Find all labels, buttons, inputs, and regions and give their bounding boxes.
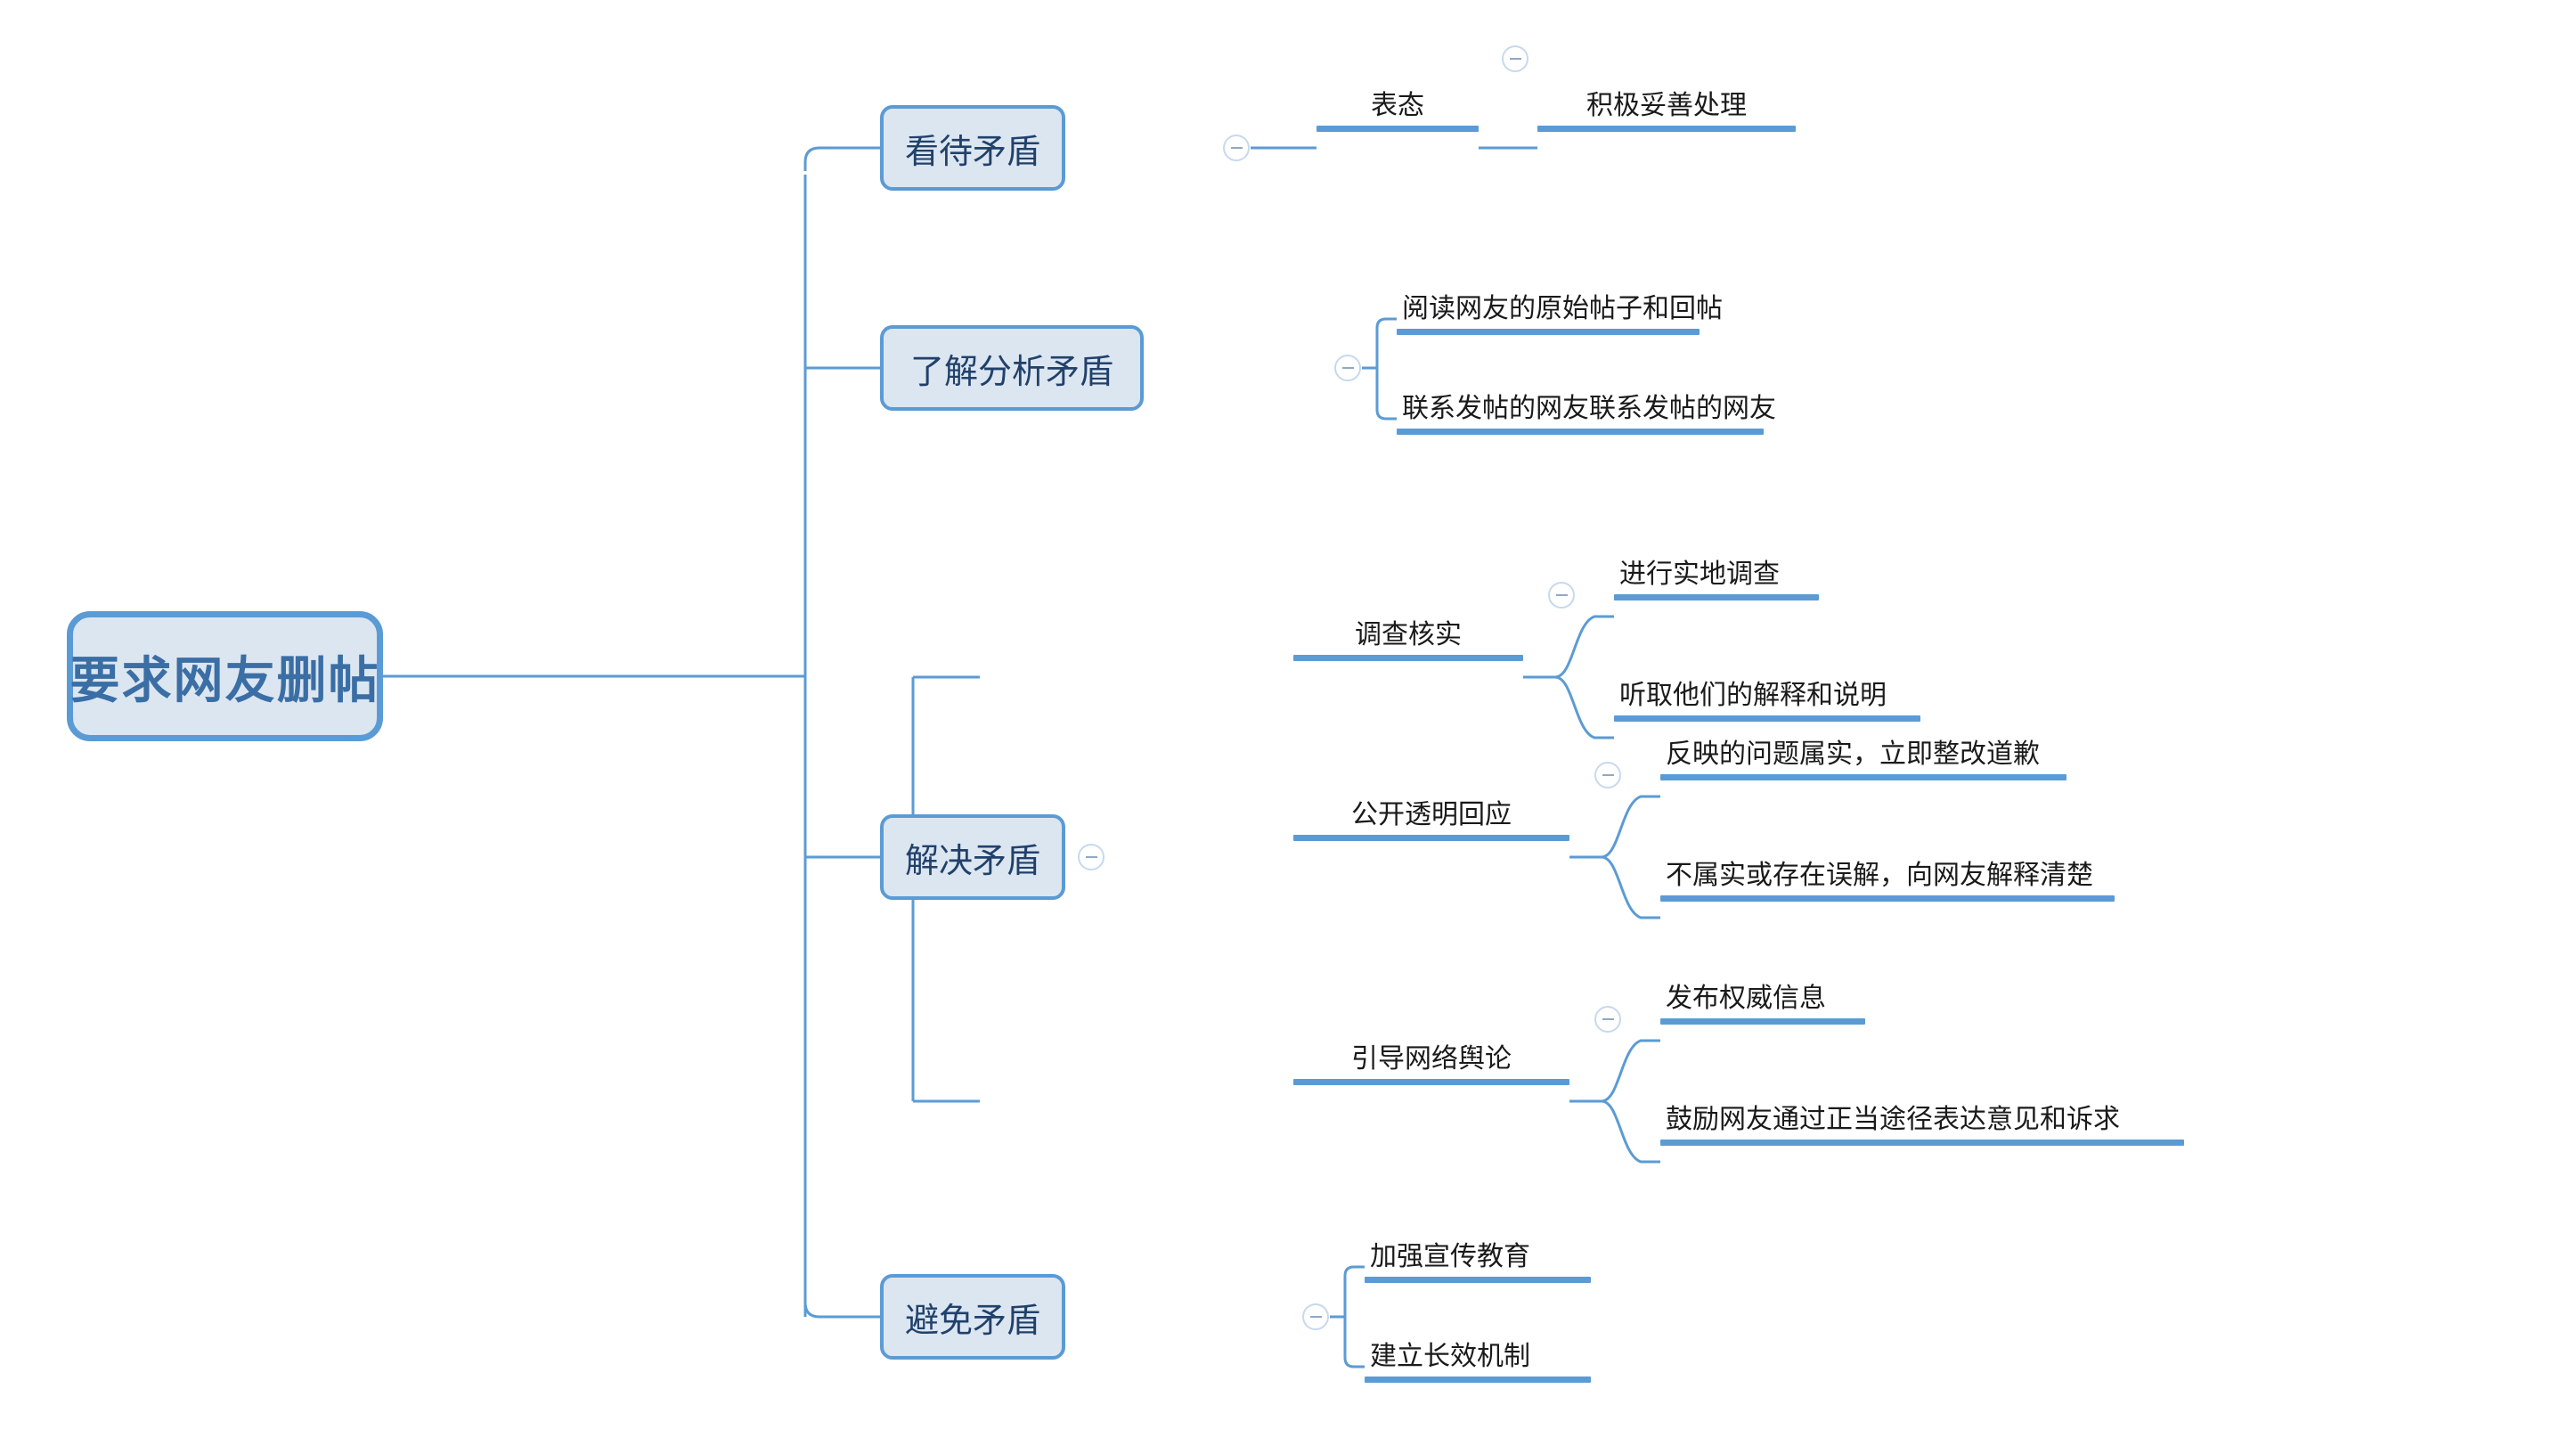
branch-node-jiejue[interactable]: 解决矛盾	[880, 814, 1065, 900]
root-node[interactable]: 要求网友删帖	[67, 611, 383, 741]
leaf-node-biaotai-label: 表态	[1371, 91, 1424, 120]
underline-bar	[1293, 834, 1569, 841]
branch-node-yindao-label: 引导网络舆论	[1351, 1044, 1512, 1074]
minus-glyph	[1085, 856, 1097, 858]
underline-bar	[1293, 1078, 1569, 1085]
leaf-node-jianli-label: 建立长效机制	[1370, 1342, 1530, 1371]
minus-glyph	[1309, 1316, 1322, 1318]
underline-bar	[1660, 1017, 1865, 1025]
underline-bar	[1293, 654, 1523, 661]
collapse-minus-icon-kandai[interactable]	[1223, 135, 1250, 161]
leaf-node-bushushi[interactable]: 不属实或存在误解，向网友解释清楚	[1660, 861, 2115, 902]
leaf-node-fanying[interactable]: 反映的问题属实，立即整改道歉	[1660, 739, 2067, 780]
leaf-node-jiji-label: 积极妥善处理	[1586, 91, 1747, 120]
leaf-node-shidi-label: 进行实地调查	[1619, 560, 1780, 589]
leaf-node-lianxi-label: 联系发帖的网友联系发帖的网友	[1402, 394, 1776, 423]
branch-node-diaocha[interactable]: 调查核实	[1293, 620, 1523, 661]
branch-node-kandai-label: 看待矛盾	[904, 133, 1040, 171]
minus-glyph	[1602, 1018, 1614, 1020]
underline-bar	[1397, 428, 1764, 435]
minus-glyph	[1602, 774, 1614, 776]
leaf-node-bushushi-label: 不属实或存在误解，向网友解释清楚	[1666, 861, 2093, 890]
root-node-label: 要求网友删帖	[69, 651, 380, 708]
leaf-node-fabu-label: 发布权威信息	[1666, 984, 1826, 1013]
branch-node-diaocha-label: 调查核实	[1355, 620, 1462, 649]
underline-bar	[1397, 328, 1700, 335]
leaf-node-jiaqiang[interactable]: 加强宣传教育	[1365, 1242, 1591, 1283]
leaf-node-tingqu-label: 听取他们的解释和说明	[1619, 681, 1887, 710]
branch-node-gongkai-label: 公开透明回应	[1351, 800, 1512, 829]
branch-node-gongkai[interactable]: 公开透明回应	[1293, 800, 1569, 841]
underline-bar	[1614, 715, 1920, 722]
minus-glyph	[1509, 58, 1521, 60]
collapse-minus-icon-jiejue[interactable]	[1078, 844, 1105, 870]
leaf-node-biaotai[interactable]: 表态	[1317, 91, 1479, 132]
leaf-node-yuedu[interactable]: 阅读网友的原始帖子和回帖	[1397, 294, 1723, 335]
leaf-node-tingqu[interactable]: 听取他们的解释和说明	[1614, 681, 1920, 722]
leaf-node-jiji[interactable]: 积极妥善处理	[1537, 91, 1796, 132]
branch-node-liaojie-label: 了解分析矛盾	[909, 353, 1113, 391]
minus-glyph	[1555, 594, 1568, 596]
collapse-minus-icon-yindao[interactable]	[1594, 1006, 1621, 1033]
leaf-node-guli[interactable]: 鼓励网友通过正当途径表达意见和诉求	[1660, 1105, 2184, 1146]
branch-node-bimian[interactable]: 避免矛盾	[880, 1274, 1065, 1360]
branch-node-bimian-label: 避免矛盾	[904, 1302, 1040, 1340]
leaf-node-fabu[interactable]: 发布权威信息	[1660, 984, 1865, 1025]
leaf-node-shidi[interactable]: 进行实地调查	[1614, 560, 1819, 600]
underline-bar	[1660, 895, 2115, 902]
collapse-minus-icon-liaojie[interactable]	[1334, 355, 1361, 381]
collapse-minus-icon-gongkai[interactable]	[1594, 762, 1621, 788]
minus-glyph	[1230, 147, 1243, 149]
underline-bar	[1365, 1376, 1591, 1383]
branch-node-jiejue-label: 解决矛盾	[904, 842, 1040, 880]
underline-bar	[1317, 125, 1479, 132]
branch-node-kandai[interactable]: 看待矛盾	[880, 105, 1065, 191]
underline-bar	[1660, 773, 2067, 780]
underline-bar	[1660, 1139, 2184, 1146]
leaf-node-yuedu-label: 阅读网友的原始帖子和回帖	[1402, 294, 1723, 323]
leaf-node-jianli[interactable]: 建立长效机制	[1365, 1342, 1591, 1383]
leaf-node-lianxi[interactable]: 联系发帖的网友联系发帖的网友	[1397, 394, 1776, 435]
underline-bar	[1614, 593, 1819, 600]
underline-bar	[1537, 125, 1796, 132]
leaf-node-jiaqiang-label: 加强宣传教育	[1370, 1242, 1530, 1271]
branch-node-liaojie[interactable]: 了解分析矛盾	[880, 325, 1144, 411]
branch-node-yindao[interactable]: 引导网络舆论	[1293, 1044, 1569, 1085]
minus-glyph	[1341, 367, 1354, 369]
leaf-node-guli-label: 鼓励网友通过正当途径表达意见和诉求	[1666, 1105, 2120, 1134]
collapse-minus-icon-diaocha[interactable]	[1548, 582, 1575, 609]
leaf-node-fanying-label: 反映的问题属实，立即整改道歉	[1666, 739, 2040, 769]
underline-bar	[1365, 1276, 1591, 1283]
collapse-minus-icon-biaotai[interactable]	[1502, 45, 1528, 72]
collapse-minus-icon-bimian[interactable]	[1302, 1303, 1329, 1330]
